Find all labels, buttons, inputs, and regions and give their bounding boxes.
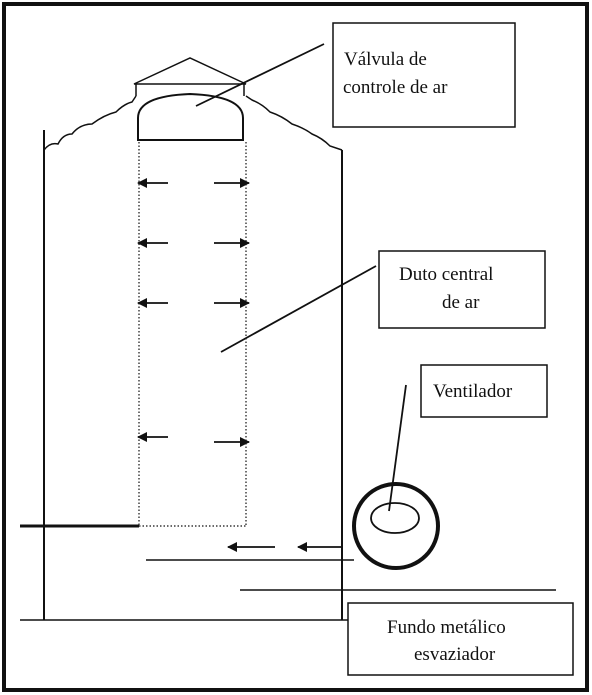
grain-surface-right <box>245 95 343 151</box>
label-valve: Válvula de controle de ar <box>332 22 516 128</box>
label-bottom: Fundo metálico esvaziador <box>347 602 574 676</box>
label-fan: Ventilador <box>420 364 548 418</box>
fan-inner <box>370 502 420 534</box>
label-box-valve <box>332 22 516 128</box>
label-bottom-line-1: Fundo metálico <box>387 617 506 638</box>
label-duct: Duto central de ar <box>378 250 546 329</box>
grain-surface-left <box>43 95 137 151</box>
label-valve-line-2: controle de ar <box>343 77 448 98</box>
label-duct-line-2: de ar <box>442 292 480 313</box>
label-bottom-line-2: esvaziador <box>414 644 496 665</box>
label-box-bottom <box>347 602 574 676</box>
label-box-duct <box>378 250 546 329</box>
label-duct-line-1: Duto central <box>399 264 493 285</box>
valve-cap-roof <box>133 57 247 85</box>
leader-duct <box>220 265 377 353</box>
leader-valve <box>195 43 325 107</box>
leader-fan <box>388 384 407 512</box>
air-control-valve <box>137 92 244 141</box>
label-fan-line-1: Ventilador <box>433 381 513 402</box>
label-box-fan <box>420 364 548 418</box>
label-valve-line-1: Válvula de <box>344 49 427 70</box>
